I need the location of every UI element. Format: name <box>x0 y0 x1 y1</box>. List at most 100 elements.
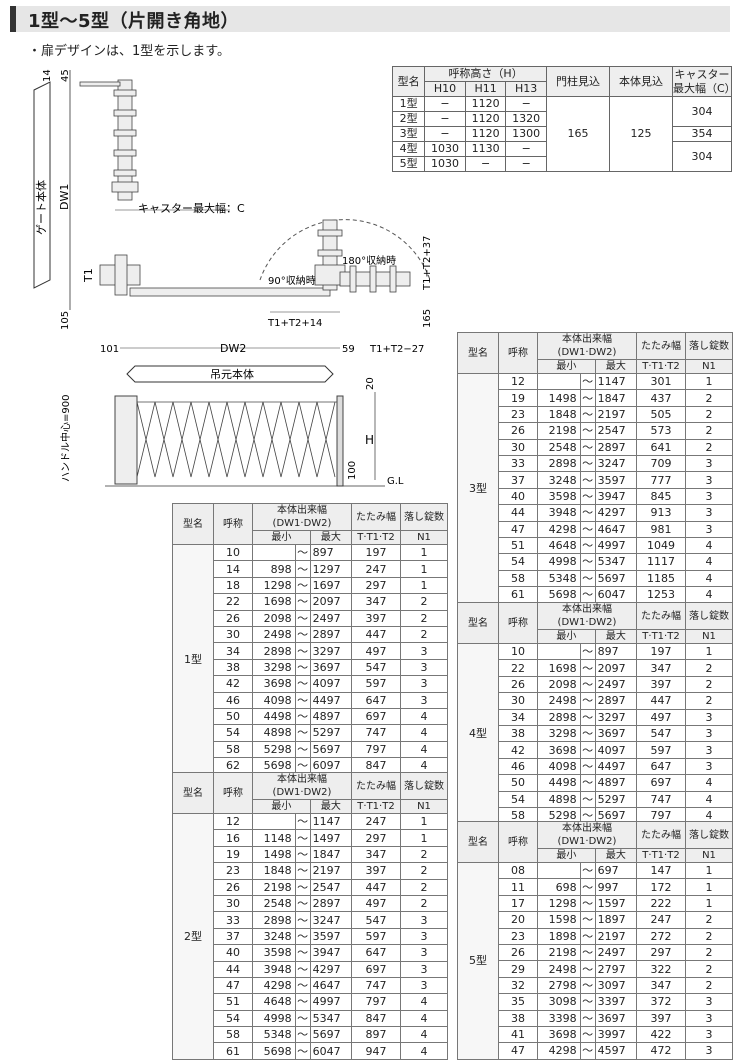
max-cell: 697 <box>594 861 638 880</box>
lock-cell: 4 <box>400 740 448 759</box>
spec-h-post: 門柱見込 <box>545 66 610 97</box>
fold-cell: 272 <box>636 927 686 945</box>
fold-cell: 247 <box>636 911 686 929</box>
dim-dw2: DW2 <box>220 342 246 355</box>
lock-cell: 2 <box>400 593 448 611</box>
range-tilde: 〜 <box>579 894 596 913</box>
min-cell: 2548 <box>537 438 581 456</box>
range-tilde: 〜 <box>294 845 311 864</box>
nominal-cell: 58 <box>498 569 538 588</box>
nominal-cell: 30 <box>498 438 538 456</box>
hdr-max: 最大 <box>309 530 353 545</box>
range-tilde: 〜 <box>579 993 596 1011</box>
nominal-cell: 35 <box>498 993 538 1011</box>
min-cell: 4298 <box>252 976 296 995</box>
nominal-cell: 47 <box>498 1042 538 1060</box>
max-cell: 2097 <box>594 659 638 677</box>
model-cell: 1型 <box>172 543 214 775</box>
fold-cell: 1185 <box>636 569 686 588</box>
stow-180-label: 180°収納時 <box>342 254 396 267</box>
max-cell: 2897 <box>309 625 353 644</box>
min-cell: 2098 <box>537 675 581 694</box>
range-tilde: 〜 <box>579 389 596 407</box>
nominal-cell: 58 <box>498 806 538 825</box>
fold-cell: 573 <box>636 422 686 440</box>
max-cell: 4997 <box>594 536 638 555</box>
spec-h-h13: H13 <box>505 81 547 97</box>
min-cell <box>537 642 581 661</box>
lock-cell: 4 <box>400 1042 448 1060</box>
range-tilde: 〜 <box>579 774 596 792</box>
fold-cell: 1117 <box>636 553 686 571</box>
nominal-cell: 58 <box>213 740 253 759</box>
range-tilde: 〜 <box>294 740 311 759</box>
model-cell: 3型 <box>457 372 499 604</box>
lock-cell: 4 <box>400 724 448 742</box>
min-cell: 3298 <box>537 724 581 743</box>
nominal-cell: 10 <box>498 642 538 661</box>
hdr-model: 型名 <box>172 503 214 545</box>
min-cell: 3398 <box>537 1009 581 1027</box>
lock-cell: 2 <box>685 927 733 945</box>
hdr-fold: たたみ幅 <box>351 503 401 531</box>
max-cell: 2097 <box>309 593 353 611</box>
min-cell: 4098 <box>252 691 296 709</box>
fold-cell: 597 <box>351 675 401 693</box>
nominal-cell: 38 <box>498 724 538 743</box>
min-cell: 5298 <box>252 740 296 759</box>
lock-cell: 3 <box>685 708 733 726</box>
hdr-width: 本体出来幅(DW1·DW2) <box>537 332 637 360</box>
min-cell: 2898 <box>252 911 296 929</box>
min-cell: 3698 <box>537 1025 581 1044</box>
min-cell: 2098 <box>252 609 296 627</box>
lock-cell: 2 <box>685 405 733 424</box>
lock-cell: 3 <box>400 642 448 660</box>
nominal-cell: 33 <box>213 911 253 929</box>
fold-cell: 372 <box>636 993 686 1011</box>
max-cell: 4097 <box>309 675 353 693</box>
fold-cell: 347 <box>636 659 686 677</box>
range-tilde: 〜 <box>579 708 596 726</box>
min-cell: 4498 <box>537 774 581 792</box>
min-cell: 2198 <box>252 878 296 896</box>
range-tilde: 〜 <box>579 536 596 555</box>
hdr-min: 最小 <box>252 530 311 545</box>
range-tilde: 〜 <box>294 560 311 578</box>
range-tilde: 〜 <box>579 757 596 776</box>
max-cell: 3597 <box>594 471 638 489</box>
max-cell: 1847 <box>309 845 353 864</box>
range-tilde: 〜 <box>579 790 596 808</box>
lattice <box>136 401 340 478</box>
max-cell: 4297 <box>594 504 638 522</box>
caster-label: キャスター最大幅：C <box>138 201 245 215</box>
hdr-fold2: T·T1·T2 <box>636 359 686 374</box>
dim-100: 100 <box>347 461 358 480</box>
hinge-corner <box>99 254 331 297</box>
model-cell: 4型 <box>457 642 499 825</box>
min-cell: 1848 <box>252 862 296 880</box>
range-tilde: 〜 <box>579 960 596 978</box>
range-tilde: 〜 <box>294 894 311 913</box>
nominal-cell: 20 <box>498 911 538 929</box>
range-tilde: 〜 <box>579 1042 596 1060</box>
model-cell: 2型 <box>172 813 214 1060</box>
lock-cell: 3 <box>685 504 733 522</box>
nominal-cell: 50 <box>498 774 538 792</box>
range-tilde: 〜 <box>294 862 311 880</box>
range-tilde: 〜 <box>294 1009 311 1028</box>
lock-cell: 3 <box>400 927 448 946</box>
max-cell: 6047 <box>309 1042 353 1060</box>
fold-cell: 647 <box>351 691 401 709</box>
min-cell: 1298 <box>537 894 581 913</box>
nominal-cell: 42 <box>213 675 253 693</box>
dim-59: 59 <box>342 344 355 355</box>
